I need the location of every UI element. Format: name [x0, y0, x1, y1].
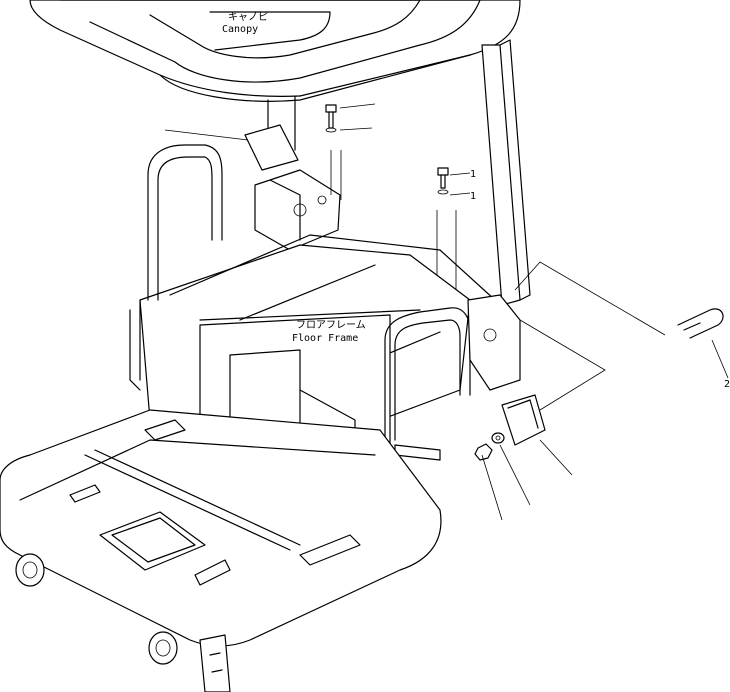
floor-frame-label-jp: フロアフレーム: [296, 319, 366, 331]
mount-block: [501, 394, 546, 446]
canopy-post-right: [481, 39, 531, 306]
wheel-left: [15, 553, 45, 587]
hand-rail-left: [129, 144, 223, 391]
canopy-roof: [29, 0, 521, 102]
step-plate: [0, 409, 442, 647]
nut: [474, 443, 493, 461]
ref-number-2: 2: [724, 379, 730, 390]
canopy-label-en: Canopy: [222, 24, 258, 35]
canopy-label-jp: キャノピ: [228, 11, 268, 23]
ref-number-1b: 1: [470, 191, 476, 202]
canopy-label: キャノピ Canopy: [222, 11, 268, 35]
bolt-left: [325, 104, 342, 200]
mount-bracket-right: [467, 294, 521, 391]
ref-number-1a: 1: [470, 169, 476, 180]
bracket-left-mount: [244, 124, 341, 251]
washer: [491, 432, 505, 444]
wheel-bracket: [199, 634, 231, 692]
floor-frame-label: フロアフレーム Floor Frame: [292, 319, 366, 344]
leader-lines: [164, 103, 729, 521]
u-bolt: [677, 308, 724, 339]
wheel-middle: [148, 631, 178, 665]
floor-frame-label-en: Floor Frame: [292, 333, 358, 344]
